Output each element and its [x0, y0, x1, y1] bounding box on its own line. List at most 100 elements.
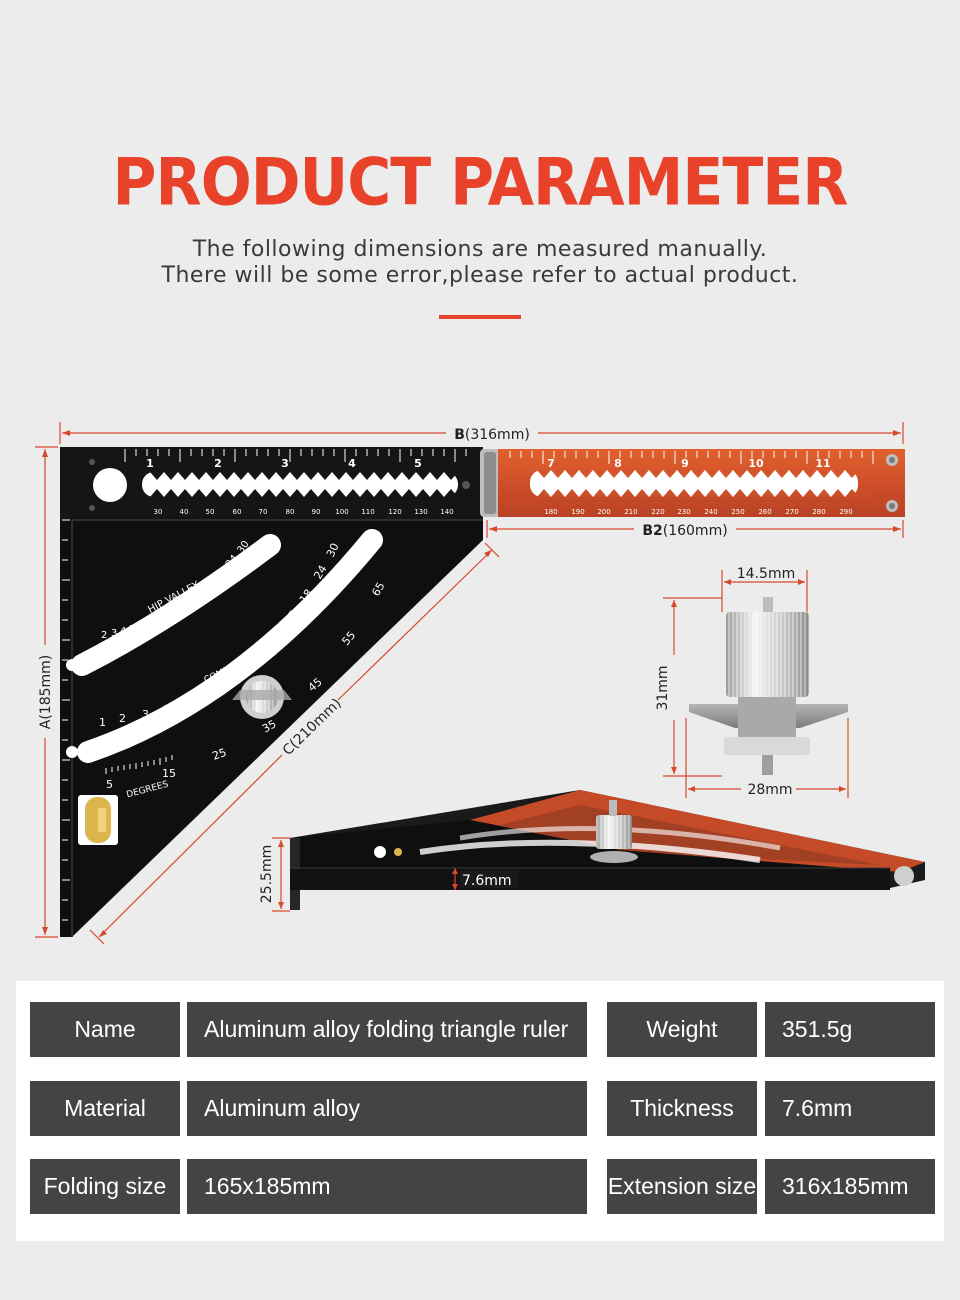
subtitle-line-1: The following dimensions are measured ma… [192, 237, 768, 262]
spec-material-label: Material [30, 1081, 180, 1136]
dimension-b2-label: B2(160mm) [642, 523, 727, 539]
spec-weight-label: Weight [607, 1002, 757, 1057]
svg-text:8: 8 [614, 457, 622, 470]
svg-text:190: 190 [571, 508, 584, 516]
svg-text:1: 1 [146, 457, 154, 470]
svg-text:30: 30 [324, 541, 342, 559]
knob-base-label: 28mm [747, 782, 792, 798]
svg-text:2: 2 [101, 630, 107, 641]
knob-width-label: 14.5mm [737, 566, 795, 582]
svg-text:50: 50 [206, 508, 215, 516]
black-ruler-numbers: 1 2 3 4 5 [146, 457, 422, 470]
svg-text:60: 60 [233, 508, 242, 516]
svg-text:7: 7 [214, 680, 221, 693]
dimension-knob-base [685, 718, 849, 798]
svg-text:230: 230 [677, 508, 690, 516]
svg-text:8: 8 [156, 615, 162, 626]
svg-text:4: 4 [120, 626, 126, 637]
spec-table: Name Aluminum alloy folding triangle rul… [16, 981, 944, 1241]
svg-text:220: 220 [651, 508, 664, 516]
svg-text:70: 70 [259, 508, 268, 516]
svg-text:24: 24 [311, 563, 329, 582]
black-ruler-small-scale: 30 40 50 60 70 80 90 100 110 120 130 140 [154, 508, 454, 516]
dimension-side-height [272, 837, 290, 912]
svg-text:4: 4 [348, 457, 356, 470]
orange-ruler-numbers: 7 8 9 10 11 [547, 457, 830, 470]
svg-text:130: 130 [414, 508, 427, 516]
svg-text:270: 270 [785, 508, 798, 516]
svg-text:5: 5 [129, 624, 135, 635]
svg-text:2: 2 [119, 712, 126, 725]
svg-text:90: 90 [312, 508, 321, 516]
spec-thickness-label: Thickness [607, 1081, 757, 1136]
svg-text:290: 290 [839, 508, 852, 516]
svg-text:250: 250 [731, 508, 744, 516]
dimension-thickness [452, 868, 458, 890]
subtitle-line-2: There will be some error,please refer to… [161, 263, 799, 288]
svg-text:1: 1 [99, 716, 106, 729]
svg-text:6: 6 [138, 621, 144, 632]
dimension-b [59, 422, 904, 444]
svg-text:65: 65 [369, 580, 387, 599]
svg-text:6: 6 [198, 688, 205, 701]
ruler-hole [93, 468, 127, 502]
svg-text:7: 7 [547, 457, 555, 470]
spec-name-label: Name [30, 1002, 180, 1057]
spec-material-value: Aluminum alloy [187, 1081, 587, 1136]
svg-text:5: 5 [106, 778, 113, 791]
spec-thickness-value: 7.6mm [765, 1081, 935, 1136]
dimension-a [35, 446, 58, 938]
orange-ruler-small-scale: 180 190 200 210 220 230 240 250 260 270 … [544, 508, 852, 516]
dimension-a-label: A(185mm) [38, 655, 54, 730]
dimension-b2 [486, 520, 904, 538]
svg-text:120: 120 [388, 508, 401, 516]
product-diagram: B(316mm) B2(160mm) A(185mm) [35, 422, 925, 945]
svg-text:3: 3 [281, 457, 289, 470]
ruler-orange-extension [498, 449, 905, 517]
svg-text:8: 8 [228, 672, 235, 685]
svg-text:15: 15 [162, 767, 176, 780]
spec-weight-value: 351.5g [765, 1002, 935, 1057]
degree-ticks [105, 755, 173, 774]
knob-detail [689, 597, 848, 775]
spec-extension-size-label: Extension size [607, 1159, 757, 1214]
svg-text:9: 9 [681, 457, 689, 470]
svg-text:25: 25 [211, 746, 229, 763]
svg-text:35: 35 [260, 717, 279, 735]
svg-text:210: 210 [624, 508, 637, 516]
spec-name-value: Aluminum alloy folding triangle ruler [187, 1002, 587, 1057]
svg-text:40: 40 [180, 508, 189, 516]
svg-text:4: 4 [161, 703, 168, 716]
page-title: PRODUCT PARAMETER [112, 145, 849, 221]
svg-text:5: 5 [180, 696, 187, 709]
svg-text:280: 280 [812, 508, 825, 516]
spec-folding-size-label: Folding size [30, 1159, 180, 1214]
side-view [290, 790, 925, 910]
svg-text:3: 3 [111, 628, 117, 639]
ruler-black-part [60, 447, 500, 937]
svg-text:200: 200 [597, 508, 610, 516]
svg-text:260: 260 [758, 508, 771, 516]
dimension-knob-width [721, 570, 808, 612]
knob-height-label: 31mm [655, 665, 671, 710]
svg-text:80: 80 [286, 508, 295, 516]
svg-text:7: 7 [147, 618, 153, 629]
dimension-b-label: B(316mm) [454, 427, 530, 443]
dimension-c [89, 542, 500, 945]
svg-text:180: 180 [544, 508, 557, 516]
dimension-knob-height [663, 597, 722, 777]
svg-text:10: 10 [748, 457, 764, 470]
svg-text:240: 240 [704, 508, 717, 516]
svg-text:110: 110 [361, 508, 374, 516]
thickness-label: 7.6mm [462, 873, 512, 889]
svg-text:140: 140 [440, 508, 453, 516]
side-height-label: 25.5mm [259, 845, 275, 903]
svg-text:3: 3 [142, 708, 149, 721]
svg-text:30: 30 [154, 508, 163, 516]
svg-text:2: 2 [214, 457, 222, 470]
spec-extension-size-value: 316x185mm [765, 1159, 935, 1214]
title-divider [439, 315, 521, 319]
spec-folding-size-value: 165x185mm [187, 1159, 587, 1214]
svg-text:11: 11 [815, 457, 830, 470]
svg-text:5: 5 [414, 457, 422, 470]
